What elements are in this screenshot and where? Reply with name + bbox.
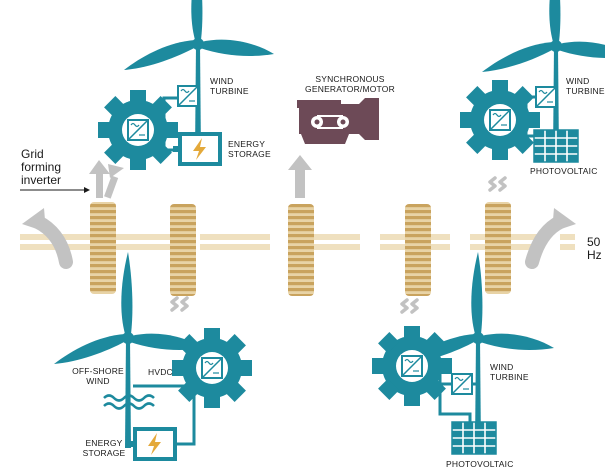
grid-coil <box>90 202 116 294</box>
photovoltaic-label: PHOTOVOLTAIC <box>446 459 514 469</box>
solar-panel-icon <box>451 421 497 455</box>
grid-forming-pointer <box>20 187 90 193</box>
zigzag-arrow <box>410 298 419 314</box>
solar-panel-icon <box>533 129 579 163</box>
grid-coil <box>485 202 511 294</box>
inverter-icon <box>127 119 149 141</box>
frequency-curved-arrow-left <box>22 208 73 269</box>
power-flow-arrow <box>89 160 110 198</box>
waves-icon <box>103 394 155 410</box>
connection-lines <box>430 364 476 422</box>
connection-lines <box>133 368 196 446</box>
zigzag-arrow <box>498 176 507 192</box>
grid-coil <box>405 204 431 296</box>
grid-coil <box>170 204 196 296</box>
connection-lines <box>156 96 180 152</box>
zigzag-arrow <box>170 296 179 312</box>
hvdc-label: HVDC <box>148 367 173 377</box>
photovoltaic-label: PHOTOVOLTAIC <box>530 166 598 176</box>
power-flow-arrow <box>104 164 124 199</box>
zigzag-arrow <box>180 296 189 312</box>
inverter-icon <box>177 85 199 107</box>
synchronous-generator-icon <box>297 98 379 144</box>
zigzag-arrow <box>400 298 409 314</box>
inverter-icon <box>401 355 423 377</box>
power-flow-arrow <box>288 155 312 198</box>
frequency-curved-arrow-right <box>525 208 576 269</box>
battery-icon <box>171 132 222 166</box>
inverter-icon <box>535 86 557 108</box>
zigzag-arrow <box>488 176 497 192</box>
inverter-icon <box>489 109 511 131</box>
inverter-icon <box>451 373 473 395</box>
connection-lines <box>518 95 536 138</box>
inverter-icon <box>201 357 223 379</box>
grid-coil <box>288 204 314 296</box>
battery-icon <box>126 427 177 461</box>
